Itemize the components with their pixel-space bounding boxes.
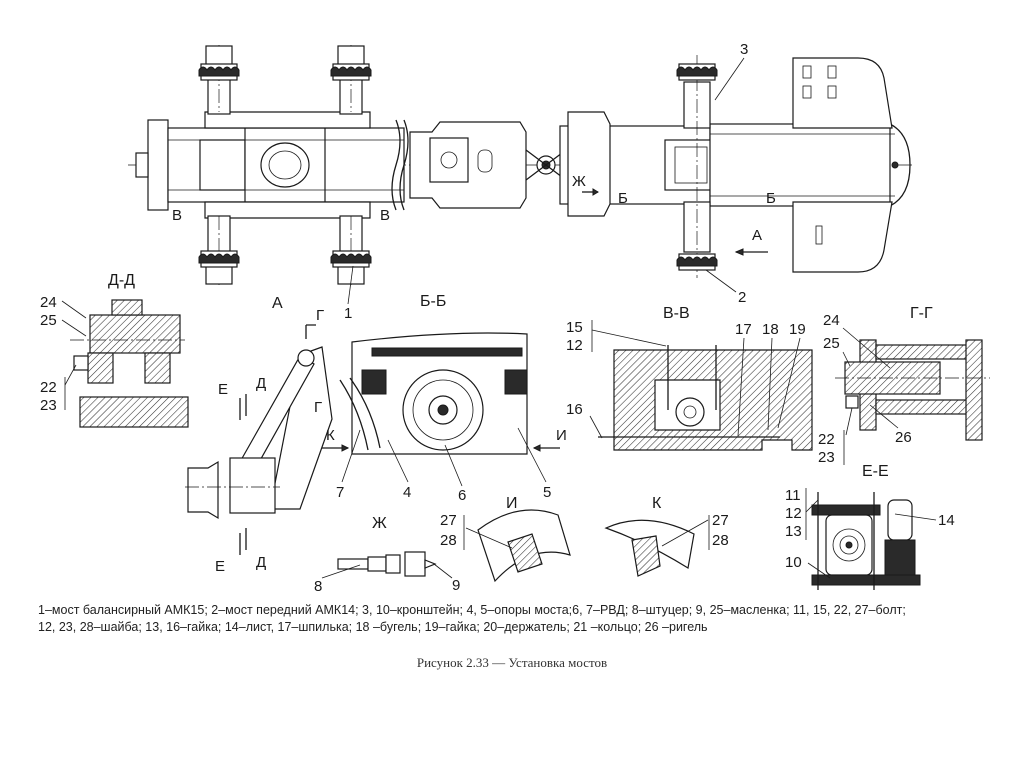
- callout-vv-19: 19: [789, 321, 806, 338]
- callout-dd-25: 25: [40, 312, 57, 329]
- callout-bb-7: 7: [336, 484, 344, 501]
- section-mark-g-top: Г: [316, 307, 324, 324]
- callout-vv-12: 12: [566, 337, 583, 354]
- callout-ee-10: 10: [785, 554, 802, 571]
- section-mark-b-left: Б: [618, 190, 628, 207]
- callout-gg-23: 23: [818, 449, 835, 466]
- front-wheels: [676, 55, 718, 278]
- section-ee-title: Е-Е: [862, 463, 889, 480]
- section-dd: Д-Д 24 25 22 23: [40, 272, 189, 428]
- section-mark-v-right: В: [380, 207, 390, 224]
- callout-zh-9: 9: [452, 577, 460, 594]
- legend-line: 1–мост балансирный АМК15; 2–мост передни…: [38, 603, 906, 617]
- view-k-title: К: [652, 495, 662, 512]
- callout-dd-24: 24: [40, 294, 57, 311]
- front-box-bottom: [792, 201, 893, 273]
- section-mark-d-bottom: Д: [256, 554, 266, 571]
- view-a: А Г Г Е Д Е Д: [185, 295, 333, 575]
- view-a-title: А: [272, 295, 283, 312]
- view-mark-i: И: [556, 427, 567, 444]
- section-ee: Е-Е 11 12 13 10 14: [785, 463, 955, 590]
- bridge-installation-drawing: В В Ж Б Б А 1 2 3 Д-Д 24 25 22 23 А: [40, 41, 990, 595]
- figure-caption: Рисунок 2.33 — Установка мостов: [416, 655, 608, 670]
- parts-legend: 1–мост балансирный АМК15; 2–мост передни…: [38, 602, 998, 636]
- callout-gg-25: 25: [823, 335, 840, 352]
- section-vv-title: В-В: [663, 305, 690, 322]
- callout-ee-12: 12: [785, 505, 802, 522]
- callout-3: 3: [740, 41, 748, 58]
- view-i: И 27 28: [440, 495, 571, 583]
- callout-k-27: 27: [712, 512, 729, 529]
- callout-bb-6: 6: [458, 487, 466, 504]
- view-mark-a: А: [752, 227, 762, 244]
- callout-i-28: 28: [440, 532, 457, 549]
- section-mark-b-right: Б: [766, 190, 776, 207]
- section-dd-title: Д-Д: [108, 272, 135, 289]
- rear-end-plate: [147, 119, 169, 211]
- front-axle-housing: [664, 139, 716, 191]
- callout-vv-16: 16: [566, 401, 583, 418]
- callout-gg-22: 22: [818, 431, 835, 448]
- callout-1: 1: [344, 305, 352, 322]
- section-vv: В-В 15 12 16 17 18 19: [566, 305, 813, 451]
- view-zh-title: Ж: [372, 515, 387, 532]
- section-bb: Б-Б К И 7 4 6 5: [322, 293, 567, 504]
- callout-vv-18: 18: [762, 321, 779, 338]
- callout-vv-15: 15: [566, 319, 583, 336]
- section-gg: Г-Г 24 25 22 23 26: [818, 305, 990, 466]
- view-mark-zh: Ж: [572, 173, 586, 190]
- legend-line: 12, 23, 28–шайба; 13, 16–гайка; 14–лист,…: [38, 620, 708, 634]
- callout-bb-5: 5: [543, 484, 551, 501]
- callout-k-28: 28: [712, 532, 729, 549]
- callout-gg-26: 26: [895, 429, 912, 446]
- top-plan-view: В В Ж Б Б А 1 2 3: [128, 41, 915, 322]
- section-mark-g-bottom: Г: [314, 399, 322, 416]
- callout-ee-13: 13: [785, 523, 802, 540]
- callout-i-27: 27: [440, 512, 457, 529]
- callout-2: 2: [738, 289, 746, 306]
- callout-ee-11: 11: [785, 487, 801, 504]
- section-mark-e-top: Е: [218, 381, 228, 398]
- callout-zh-8: 8: [314, 578, 322, 595]
- rear-wheels: [198, 45, 372, 285]
- callout-dd-22: 22: [40, 379, 57, 396]
- view-zh: Ж 8 9: [314, 515, 460, 595]
- view-k: К 27 28: [604, 495, 729, 577]
- callout-vv-17: 17: [735, 321, 752, 338]
- callout-ee-14: 14: [938, 512, 955, 529]
- section-mark-e-bottom: Е: [215, 558, 225, 575]
- section-mark-v-left: В: [172, 207, 182, 224]
- section-bb-title: Б-Б: [420, 293, 446, 310]
- balancer-hub: [260, 142, 310, 188]
- view-i-title: И: [506, 495, 518, 512]
- callout-bb-4: 4: [403, 484, 411, 501]
- section-gg-title: Г-Г: [910, 305, 933, 322]
- callout-dd-23: 23: [40, 397, 57, 414]
- view-mark-k: К: [326, 427, 335, 444]
- front-box-top: [792, 57, 893, 129]
- section-mark-d-top: Д: [256, 375, 266, 392]
- callout-gg-24: 24: [823, 312, 840, 329]
